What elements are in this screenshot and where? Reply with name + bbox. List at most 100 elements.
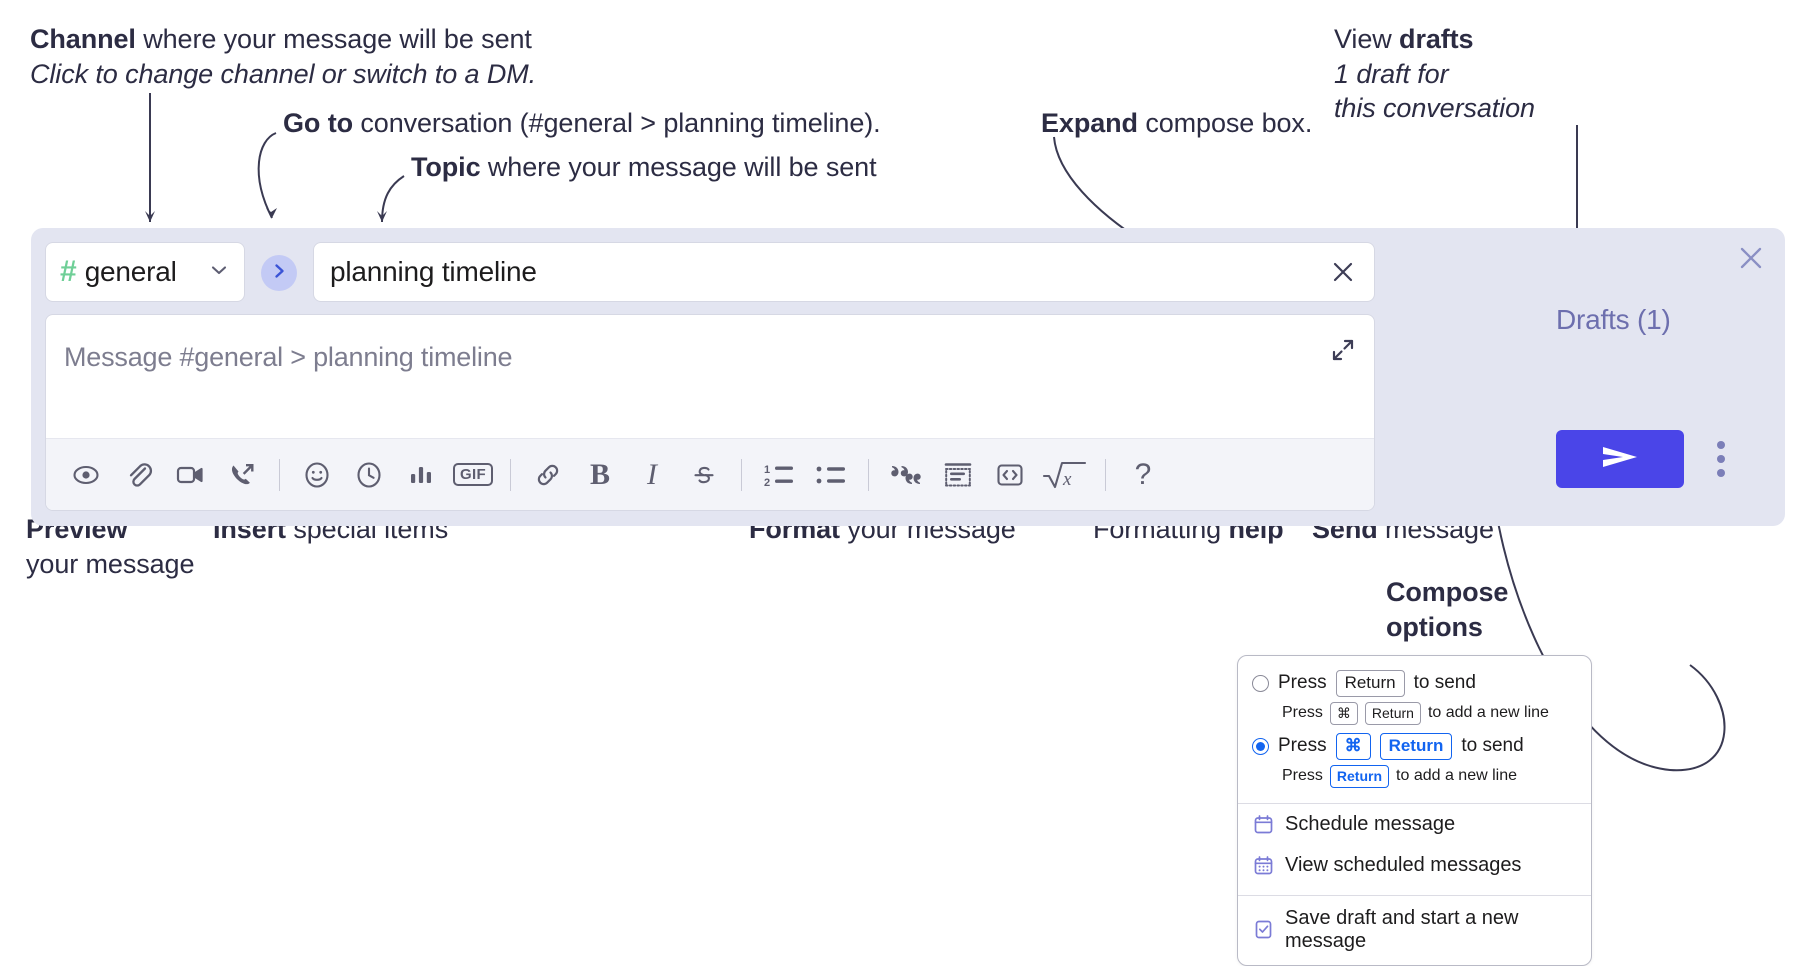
poll-button[interactable] bbox=[395, 449, 447, 501]
annotation-drafts-bold: drafts bbox=[1399, 24, 1474, 54]
close-icon[interactable] bbox=[1328, 257, 1358, 287]
key-command: ⌘ bbox=[1329, 701, 1358, 725]
key-return: Return bbox=[1379, 732, 1453, 760]
bulleted-list-button[interactable] bbox=[805, 449, 857, 501]
preview-button[interactable] bbox=[60, 449, 112, 501]
separator-4 bbox=[868, 458, 869, 491]
menu-divider bbox=[1238, 894, 1591, 896]
option-return-sublabel: Press ⌘ Return to add a new line bbox=[1238, 699, 1591, 731]
calendar-grid-icon bbox=[1253, 855, 1274, 876]
svg-text:x: x bbox=[1062, 469, 1072, 490]
annotation-channel-bold: Channel bbox=[30, 24, 136, 54]
expand-icon[interactable] bbox=[1328, 335, 1358, 370]
bold-icon: B bbox=[589, 457, 610, 491]
kebab-menu-icon bbox=[1717, 455, 1725, 463]
send-button[interactable] bbox=[1556, 430, 1684, 488]
channel-selector[interactable]: # general bbox=[45, 242, 245, 302]
menu-item-view-scheduled-messages[interactable]: View scheduled messages bbox=[1238, 845, 1591, 886]
sub-suffix: to add a new line bbox=[1427, 704, 1549, 722]
kebab-menu-icon bbox=[1717, 469, 1725, 477]
chevron-right-icon bbox=[269, 261, 289, 286]
question-mark-icon: ? bbox=[1134, 457, 1152, 491]
message-placeholder: Message #general > planning timeline bbox=[64, 342, 513, 372]
annotation-topic: Topic where your message will be sent bbox=[411, 150, 877, 185]
annotation-channel-italic: Click to change channel or switch to a D… bbox=[30, 58, 537, 89]
formatting-toolbar: GIF B I bbox=[46, 438, 1374, 510]
svg-text:2: 2 bbox=[764, 477, 770, 489]
option-return-to-send[interactable]: Press Return to send bbox=[1238, 668, 1591, 699]
gif-label: GIF bbox=[453, 463, 493, 486]
topic-value: planning timeline bbox=[330, 256, 537, 287]
annotation-drafts-plain: View bbox=[1334, 24, 1400, 54]
menu-item-label: Save draft and start a new message bbox=[1285, 906, 1519, 952]
annotation-channel: Channel where your message will be sent … bbox=[30, 22, 536, 91]
svg-text:1: 1 bbox=[764, 464, 770, 476]
blockquote-button[interactable] bbox=[880, 449, 932, 501]
separator-2 bbox=[510, 458, 511, 491]
option-cmd-return-to-send[interactable]: Press ⌘ Return to send bbox=[1238, 731, 1591, 762]
compose-options-button[interactable] bbox=[1706, 436, 1736, 482]
menu-item-save-draft[interactable]: Save draft and start a new message bbox=[1238, 896, 1591, 965]
video-clip-button[interactable] bbox=[164, 449, 216, 501]
annotation-channel-rest: where your message will be sent bbox=[135, 24, 532, 54]
key-return: Return bbox=[1329, 764, 1390, 788]
channel-name-label: general bbox=[84, 256, 177, 287]
go-to-conversation-button[interactable] bbox=[261, 255, 297, 291]
sub-suffix: to add a new line bbox=[1396, 767, 1518, 785]
separator-5 bbox=[1105, 458, 1106, 491]
audio-clip-button[interactable] bbox=[216, 449, 268, 501]
annotation-preview-line2: your message bbox=[26, 548, 195, 579]
reminder-button[interactable] bbox=[343, 449, 395, 501]
save-draft-icon bbox=[1253, 919, 1274, 940]
code-block-button[interactable] bbox=[932, 449, 984, 501]
radio-button-selected[interactable] bbox=[1252, 737, 1269, 755]
option-suffix: to send bbox=[1461, 735, 1524, 757]
annotation-drafts-italic-2: this conversation bbox=[1334, 93, 1535, 124]
compose-main-column: # general planning timeline bbox=[45, 242, 1539, 511]
menu-item-label: View scheduled messages bbox=[1285, 853, 1522, 876]
paper-plane-icon bbox=[1599, 442, 1641, 477]
annotation-drafts: View drafts 1 draft for this conversatio… bbox=[1334, 22, 1535, 126]
close-icon[interactable] bbox=[1735, 242, 1767, 279]
formatting-help-button[interactable]: ? bbox=[1117, 449, 1169, 501]
hash-icon: # bbox=[60, 255, 77, 288]
option-prefix: Press bbox=[1278, 735, 1327, 757]
menu-divider bbox=[1238, 802, 1591, 804]
message-input-area[interactable]: Message #general > planning timeline bbox=[45, 314, 1375, 511]
separator-3 bbox=[741, 458, 742, 491]
drafts-link[interactable]: Drafts (1) bbox=[1556, 304, 1671, 335]
bold-button[interactable]: B bbox=[574, 449, 626, 501]
annotation-expand-rest: compose box. bbox=[1137, 108, 1313, 138]
separator-1 bbox=[279, 458, 280, 491]
italic-button[interactable]: I bbox=[626, 449, 678, 501]
compose-options-menu: Press Return to send Press ⌘ Return to a… bbox=[1237, 655, 1592, 966]
compose-destination-row: # general planning timeline bbox=[45, 242, 1539, 304]
attach-button[interactable] bbox=[112, 449, 164, 501]
annotation-topic-bold: Topic bbox=[411, 152, 481, 182]
strikethrough-button[interactable] bbox=[678, 449, 730, 501]
menu-item-schedule-message[interactable]: Schedule message bbox=[1238, 804, 1591, 845]
math-button[interactable]: x bbox=[1036, 449, 1094, 501]
ordered-list-button[interactable]: 1 2 bbox=[753, 449, 805, 501]
link-button[interactable] bbox=[522, 449, 574, 501]
annotation-goto-rest: conversation (#general > planning timeli… bbox=[352, 108, 881, 138]
inline-code-button[interactable] bbox=[984, 449, 1036, 501]
annotation-goto: Go to conversation (#general > planning … bbox=[283, 106, 881, 141]
option-cmd-return-sublabel: Press Return to add a new line bbox=[1238, 762, 1591, 794]
sub-prefix: Press bbox=[1282, 767, 1323, 785]
emoji-button[interactable] bbox=[291, 449, 343, 501]
italic-icon: I bbox=[647, 457, 657, 491]
compose-box: # general planning timeline bbox=[31, 228, 1785, 526]
radio-button[interactable] bbox=[1252, 674, 1269, 692]
sub-prefix: Press bbox=[1282, 704, 1323, 722]
topic-input[interactable]: planning timeline bbox=[313, 242, 1375, 302]
gif-button[interactable]: GIF bbox=[447, 449, 499, 501]
annotation-compose-options-bold-1: Compose bbox=[1386, 577, 1509, 607]
option-suffix: to send bbox=[1413, 672, 1476, 694]
annotation-compose-options-bold-2: options bbox=[1386, 611, 1483, 642]
kebab-menu-icon bbox=[1717, 441, 1725, 449]
key-return: Return bbox=[1364, 701, 1421, 725]
chevron-down-icon bbox=[208, 259, 230, 286]
compose-right-column: Drafts (1) bbox=[1539, 228, 1785, 526]
key-return: Return bbox=[1335, 670, 1405, 697]
